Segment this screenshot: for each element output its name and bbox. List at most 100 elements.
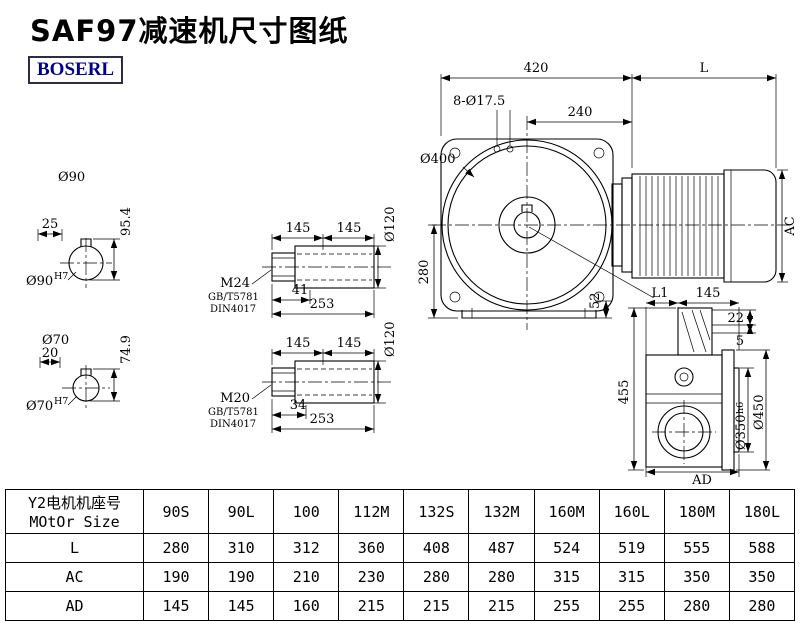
shaft-b-145-left: 145 bbox=[286, 336, 311, 351]
table-col-header: 160M bbox=[533, 489, 600, 534]
shaft-b-std-din: DIN4017 bbox=[210, 419, 256, 430]
side-22-label: 22 bbox=[727, 311, 744, 326]
table-cell: 315 bbox=[533, 562, 600, 592]
table-col-header: 90S bbox=[142, 489, 210, 534]
page-title: SAF97减速机尺寸图纸 bbox=[30, 14, 349, 48]
shaft-a-thread-label: M24 bbox=[220, 276, 250, 291]
bore-90-view: Ø90 25 95.4 Ø90 H7 bbox=[26, 170, 134, 289]
table-row-ac: AC 190 190 210 230 280 280 315 315 350 3… bbox=[5, 562, 796, 592]
table-col-header: 132M bbox=[468, 489, 535, 534]
shaft-b-std-gb: GB/T5781 bbox=[208, 407, 259, 418]
dim-420-label: 420 bbox=[524, 61, 549, 76]
shaft-b-145-right: 145 bbox=[337, 336, 362, 351]
side-d350-label: Ø350 bbox=[734, 415, 749, 450]
table-cell: 408 bbox=[403, 533, 470, 563]
table-cell: 145 bbox=[142, 591, 210, 621]
table-cell: 350 bbox=[728, 562, 796, 592]
dim-ac-label: AC bbox=[783, 216, 798, 236]
bore-70-key-height-label: 74.9 bbox=[119, 335, 134, 364]
shaft-a-std-gb: GB/T5781 bbox=[208, 292, 259, 303]
table-header-en: MOtOr Size bbox=[29, 513, 120, 531]
table-cell: 524 bbox=[533, 533, 600, 563]
shaft-b-thread-label: M20 bbox=[220, 391, 250, 406]
motor-size-table: Y2电机机座号 MOtOr Size 90S 90L 100 112M 132S… bbox=[5, 489, 796, 621]
dim-motor-l-label: L bbox=[700, 61, 709, 76]
side-ad-label: AD bbox=[691, 473, 712, 486]
table-cell: 350 bbox=[663, 562, 730, 592]
bore-90-dia-label: Ø90 bbox=[58, 170, 85, 185]
table-cell: 315 bbox=[598, 562, 665, 592]
table-row-l: L 280 310 312 360 408 487 524 519 555 58… bbox=[5, 533, 796, 563]
side-view: L1 145 22 5 455 Ø350 h6 Ø450 bbox=[617, 286, 770, 486]
table-cell: 230 bbox=[338, 562, 405, 592]
dim-240-label: 240 bbox=[568, 105, 593, 120]
table-cell: 215 bbox=[468, 591, 535, 621]
dim-52-label: 52 bbox=[588, 292, 603, 309]
table-cell: 160 bbox=[273, 591, 340, 621]
table-row-label: AC bbox=[5, 562, 144, 592]
table-cell: 215 bbox=[338, 591, 405, 621]
bore-90-fit-tolerance: H7 bbox=[54, 271, 68, 282]
side-d450-label: Ø450 bbox=[752, 395, 767, 430]
hollow-shaft-b-view: 145 145 Ø120 M20 GB/T5781 DIN4017 34 bbox=[208, 322, 398, 433]
shaft-a-253-label: 253 bbox=[310, 297, 335, 312]
bore-90-fit-label: Ø90 bbox=[26, 274, 53, 289]
bore-70-view: Ø70 20 74.9 Ø70 H7 bbox=[26, 333, 134, 414]
table-cell: 280 bbox=[142, 533, 210, 563]
bore-70-fit-tolerance: H7 bbox=[54, 396, 68, 407]
side-455-label: 455 bbox=[617, 380, 632, 405]
side-l1-label: L1 bbox=[652, 286, 669, 301]
technical-drawing: 420 L 8-Ø17.5 240 Ø400 280 52 bbox=[26, 61, 798, 486]
side-d350-tolerance: h6 bbox=[735, 402, 746, 414]
table-col-header: 132S bbox=[403, 489, 470, 534]
dim-d400-label: Ø400 bbox=[420, 152, 455, 167]
bore-70-dia-label: Ø70 bbox=[42, 333, 69, 348]
side-5-label: 5 bbox=[736, 334, 744, 349]
table-cell: 145 bbox=[208, 591, 275, 621]
table-col-header: 180M bbox=[663, 489, 730, 534]
table-row-ad: AD 145 145 160 215 215 215 255 255 280 2… bbox=[5, 591, 796, 621]
table-cell: 280 bbox=[468, 562, 535, 592]
bore-70-key-width-label: 20 bbox=[42, 346, 59, 361]
table-col-header: 160L bbox=[598, 489, 665, 534]
table-header-motor-size: Y2电机机座号 MOtOr Size bbox=[5, 489, 144, 534]
table-cell: 280 bbox=[728, 591, 796, 621]
table-col-header: 100 bbox=[273, 489, 340, 534]
dim-280-label: 280 bbox=[417, 260, 432, 285]
shaft-a-d120-label: Ø120 bbox=[383, 207, 398, 242]
motor-fins bbox=[639, 176, 719, 276]
table-cell: 555 bbox=[663, 533, 730, 563]
table-cell: 190 bbox=[142, 562, 210, 592]
table-cell: 280 bbox=[403, 562, 470, 592]
shaft-a-145-right: 145 bbox=[337, 221, 362, 236]
table-cell: 190 bbox=[208, 562, 275, 592]
shaft-b-34-label: 34 bbox=[290, 398, 307, 413]
table-col-header: 180L bbox=[728, 489, 796, 534]
table-cell: 487 bbox=[468, 533, 535, 563]
table-col-header: 112M bbox=[338, 489, 405, 534]
hollow-shaft-a-view: 145 145 Ø120 M24 GB/T5781 DIN4017 41 bbox=[208, 207, 398, 318]
shaft-b-253-label: 253 bbox=[310, 412, 335, 427]
side-145-label: 145 bbox=[696, 286, 721, 301]
table-cell: 210 bbox=[273, 562, 340, 592]
table-cell: 280 bbox=[663, 591, 730, 621]
table-col-header: 90L bbox=[208, 489, 275, 534]
table-cell: 519 bbox=[598, 533, 665, 563]
table-cell: 310 bbox=[208, 533, 275, 563]
table-cell: 312 bbox=[273, 533, 340, 563]
table-cell: 588 bbox=[728, 533, 796, 563]
table-cell: 360 bbox=[338, 533, 405, 563]
table-header-cn: Y2电机机座号 bbox=[27, 494, 122, 512]
shaft-a-std-din: DIN4017 bbox=[210, 304, 256, 315]
table-cell: 255 bbox=[533, 591, 600, 621]
shaft-a-41-label: 41 bbox=[292, 283, 309, 298]
bore-90-key-height-label: 95.4 bbox=[119, 207, 134, 236]
table-row-label: L bbox=[5, 533, 144, 563]
table-row-label: AD bbox=[5, 591, 144, 621]
bore-90-key-width-label: 25 bbox=[42, 217, 59, 232]
dim-bolt-holes-label: 8-Ø17.5 bbox=[453, 94, 505, 109]
brand-logo: BOSERL bbox=[28, 56, 124, 84]
front-view: 420 L 8-Ø17.5 240 Ø400 280 52 bbox=[417, 61, 798, 330]
bore-70-fit-label: Ø70 bbox=[26, 399, 53, 414]
